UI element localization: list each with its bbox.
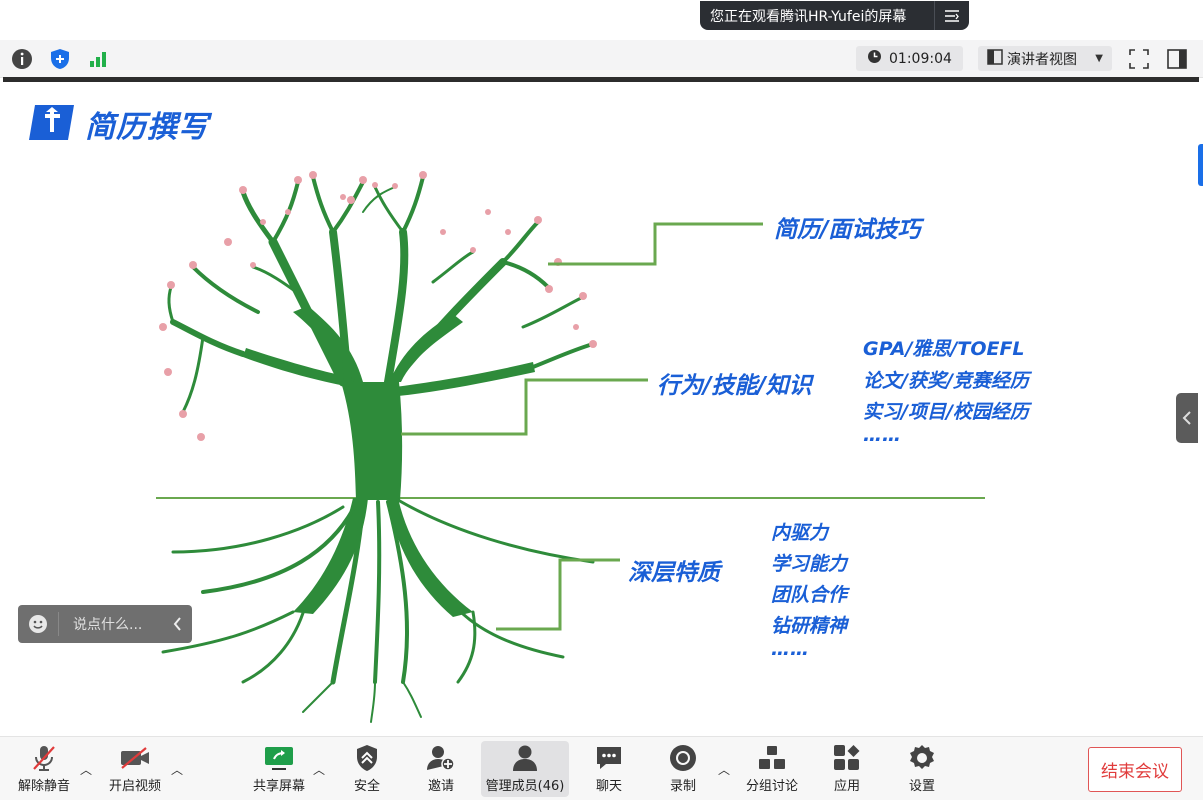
- share-options-chevron-icon[interactable]: ︿: [313, 763, 326, 777]
- branch-label-top: 简历/面试技巧: [774, 217, 921, 243]
- invite-label: 邀请: [427, 779, 454, 794]
- record-icon: [669, 741, 697, 775]
- speaker-view-icon: [987, 48, 1003, 69]
- view-mode-dropdown[interactable]: 演讲者视图 ▼: [978, 46, 1112, 71]
- settings-button[interactable]: 设置: [901, 741, 943, 797]
- camera-off-icon: [119, 741, 151, 775]
- start-video-button[interactable]: 开启视频: [104, 741, 166, 797]
- root-item: 团队合作: [771, 584, 848, 606]
- middle-item: ……: [863, 424, 901, 446]
- manage-members-label: 管理成员(46): [485, 779, 565, 794]
- chat-bubble-icon: [595, 741, 623, 775]
- record-options-chevron-icon[interactable]: ︿: [718, 763, 731, 777]
- emoji-icon[interactable]: [18, 614, 58, 634]
- share-banner-text: 您正在观看腾讯HR-Yufei的屏幕: [710, 8, 907, 25]
- chat-button[interactable]: 聊天: [588, 741, 630, 797]
- clock-icon: [867, 49, 882, 68]
- middle-item: 论文/获奖/竞赛经历: [863, 370, 1029, 392]
- end-meeting-button[interactable]: 结束会议: [1088, 747, 1182, 792]
- slide-title: 简历撰写: [85, 110, 209, 145]
- chevron-left-icon: [1182, 411, 1191, 425]
- slide-logo-icon: [29, 105, 74, 140]
- chevron-left-icon[interactable]: [162, 617, 192, 631]
- breakout-rooms-button[interactable]: 分组讨论: [742, 741, 802, 797]
- apps-icon: [833, 741, 861, 775]
- chat-label: 聊天: [595, 779, 622, 794]
- security-shield-icon[interactable]: [48, 47, 72, 71]
- security-button[interactable]: 安全: [346, 741, 388, 797]
- breakout-rooms-icon: [758, 741, 786, 775]
- branch-label-root: 深层特质: [628, 560, 720, 586]
- share-screen-label: 共享屏幕: [252, 779, 305, 794]
- share-screen-icon: [263, 741, 295, 775]
- settings-label: 设置: [908, 779, 935, 794]
- meeting-timer: 01:09:04: [856, 46, 963, 71]
- breakout-rooms-label: 分组讨论: [745, 779, 798, 794]
- root-item: 钻研精神: [771, 615, 848, 637]
- apps-label: 应用: [833, 779, 860, 794]
- middle-item: GPA/雅思/TOEFL: [863, 338, 1025, 360]
- security-label: 安全: [353, 779, 380, 794]
- side-panel-tab[interactable]: [1198, 144, 1203, 186]
- chat-placeholder[interactable]: 说点什么...: [73, 617, 143, 633]
- meeting-toolbar: 解除静音 ︿ 开启视频 ︿ 共享屏幕 ︿ 安全 邀请: [0, 736, 1203, 800]
- timer-value: 01:09:04: [889, 50, 952, 67]
- branch-label-middle: 行为/技能/知识: [657, 373, 812, 399]
- banner-divider: [934, 1, 935, 30]
- tree-illustration: [156, 171, 985, 723]
- view-mode-label: 演讲者视图: [1007, 51, 1077, 68]
- members-icon: [511, 741, 539, 775]
- shield-icon: [355, 741, 379, 775]
- gear-icon: [907, 741, 937, 775]
- info-icon[interactable]: [10, 47, 34, 71]
- apps-button[interactable]: 应用: [826, 741, 868, 797]
- collapse-side-panel-button[interactable]: [1176, 393, 1198, 443]
- mic-muted-icon: [31, 741, 57, 775]
- root-item: 学习能力: [771, 553, 848, 575]
- unmute-label: 解除静音: [17, 779, 70, 794]
- invite-button[interactable]: 邀请: [420, 741, 462, 797]
- chat-divider: [58, 612, 59, 636]
- record-label: 录制: [669, 779, 696, 794]
- start-video-label: 开启视频: [108, 779, 161, 794]
- chat-input-pill[interactable]: 说点什么...: [18, 605, 192, 643]
- signal-strength-icon[interactable]: [86, 47, 110, 71]
- fullscreen-icon[interactable]: [1127, 47, 1151, 71]
- top-bar: 01:09:04 演讲者视图 ▼: [0, 40, 1203, 78]
- root-item: 内驱力: [771, 522, 829, 544]
- sidebar-toggle-icon[interactable]: [1165, 47, 1189, 71]
- unmute-button[interactable]: 解除静音: [12, 741, 76, 797]
- audio-options-chevron-icon[interactable]: ︿: [80, 763, 93, 777]
- chevron-down-icon: ▼: [1095, 53, 1103, 64]
- middle-item: 实习/项目/校园经历: [863, 401, 1029, 423]
- share-screen-button[interactable]: 共享屏幕: [248, 741, 310, 797]
- video-options-chevron-icon[interactable]: ︿: [171, 763, 184, 777]
- add-person-icon: [426, 741, 456, 775]
- shared-screen-border: [3, 77, 1199, 82]
- screen-share-banner: 您正在观看腾讯HR-Yufei的屏幕: [700, 1, 969, 30]
- record-button[interactable]: 录制: [662, 741, 704, 797]
- menu-icon[interactable]: [935, 1, 969, 30]
- root-item: ……: [771, 638, 809, 660]
- manage-members-button[interactable]: 管理成员(46): [481, 741, 569, 797]
- shared-slide: 简历撰写: [3, 82, 1199, 735]
